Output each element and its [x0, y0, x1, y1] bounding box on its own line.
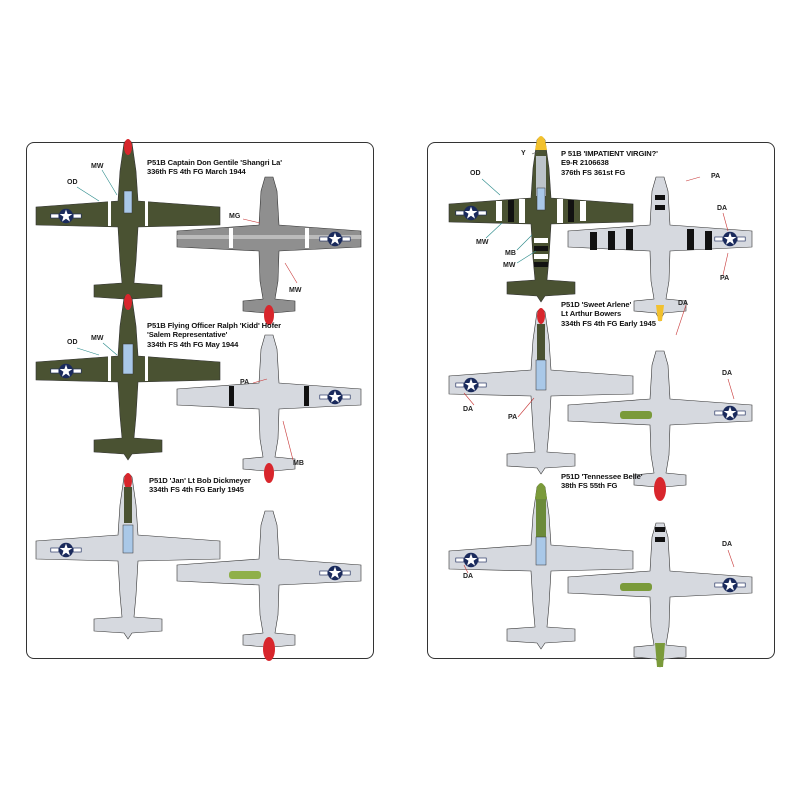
- paint-code-label: DA: [463, 573, 474, 580]
- paint-code-label: Y: [521, 150, 526, 157]
- paint-code-label: PA: [720, 275, 730, 282]
- profile-caption: P51D 'Tennessee Belle' 38th FS 55th FG: [561, 472, 643, 491]
- paint-code-label: DA: [722, 541, 733, 548]
- aircraft-top-view: [448, 136, 634, 303]
- paint-code-label: OD: [470, 170, 481, 177]
- paint-code-label: MW: [289, 287, 302, 294]
- aircraft-top-view: [448, 483, 634, 650]
- profile-caption: P51B Captain Don Gentile 'Shangri La' 33…: [147, 158, 282, 177]
- aircraft-top-view: [35, 294, 221, 461]
- paint-code-label: MG: [229, 213, 241, 220]
- paint-code-label: DA: [463, 406, 474, 413]
- paint-code-label: PA: [711, 173, 721, 180]
- aircraft-top-view: [35, 139, 221, 306]
- paint-code-label: PA: [240, 379, 250, 386]
- paint-code-label: DA: [717, 205, 728, 212]
- profile-caption: P51B Flying Officer Ralph 'Kidd' Hofer '…: [147, 321, 281, 349]
- aircraft-under-view: [176, 334, 362, 483]
- paint-code-label: MB: [505, 250, 516, 257]
- paint-code-label: MW: [91, 163, 104, 170]
- decal-sheet-right: P 51B 'IMPATIENT VIRGIN?' E9-R 2106638 3…: [427, 136, 775, 668]
- paint-code-label: MW: [476, 239, 489, 246]
- aircraft-under-view: [176, 510, 362, 661]
- aircraft-illustrations: [448, 136, 753, 668]
- aircraft-under-view: [567, 176, 753, 322]
- decal-sheet-left: P51B Captain Don Gentile 'Shangri La' 33…: [26, 139, 374, 661]
- aircraft-under-view: [567, 350, 753, 501]
- paint-code-label: PA: [508, 414, 518, 421]
- paint-code-label: MW: [503, 262, 516, 269]
- paint-code-label: OD: [67, 339, 78, 346]
- paint-code-label: DA: [722, 370, 733, 377]
- aircraft-under-view: [176, 176, 362, 325]
- paint-code-label: MB: [293, 460, 304, 467]
- aircraft-top-view: [35, 473, 221, 640]
- paint-code-label: MW: [91, 335, 104, 342]
- profile-caption: P51D 'Jan' Lt Bob Dickmeyer 334th FS 4th…: [149, 476, 251, 495]
- profile-caption: P51D 'Sweet Arlene' Lt Arthur Bowers 334…: [561, 300, 656, 328]
- aircraft-top-view: [448, 308, 634, 475]
- aircraft-illustrations: [35, 139, 362, 661]
- paint-code-label: OD: [67, 179, 78, 186]
- profile-caption: P 51B 'IMPATIENT VIRGIN?' E9-R 2106638 3…: [561, 149, 658, 177]
- paint-code-label: DA: [678, 300, 689, 307]
- aircraft-under-view: [567, 522, 753, 668]
